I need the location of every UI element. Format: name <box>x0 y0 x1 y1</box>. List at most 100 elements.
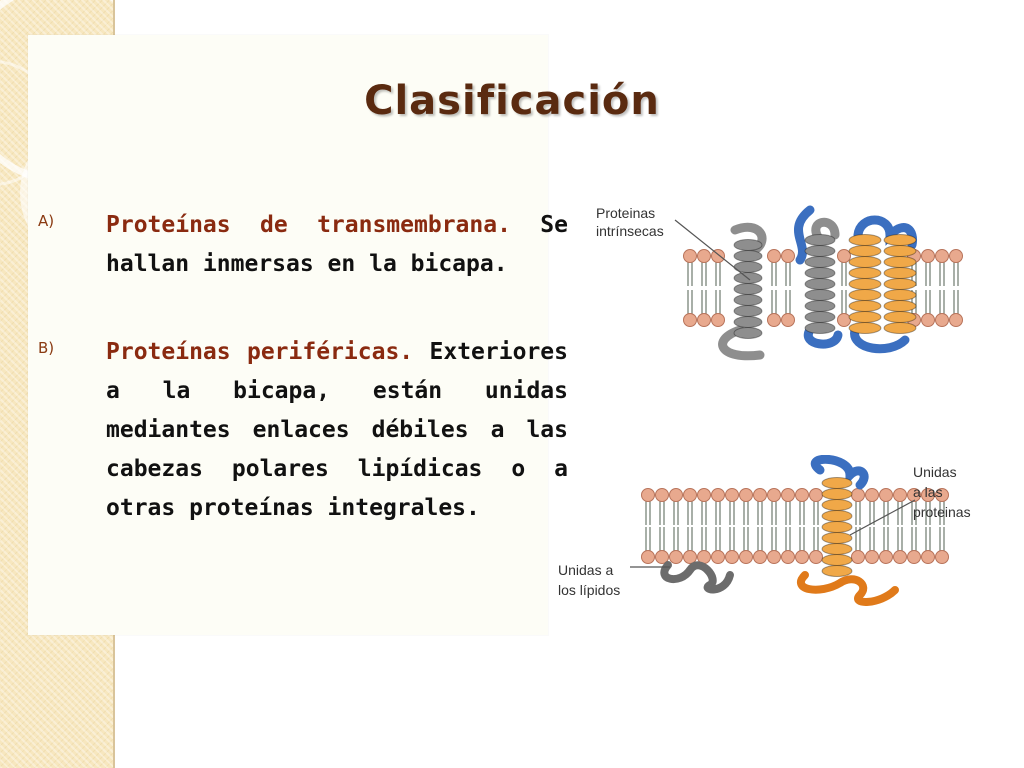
helix-turn <box>804 300 836 312</box>
lipid-head <box>767 249 781 263</box>
helix-turn <box>883 289 917 301</box>
lipid-head <box>711 249 725 263</box>
helix-turn <box>821 554 853 566</box>
transmembrane-protein-diagram: Proteinas intrínsecas <box>596 205 963 361</box>
peripheral-protein-diagram: Unidas a las proteinas Unidas a los lípi… <box>558 455 971 606</box>
label-bound-to-proteins-2: a las <box>913 484 943 500</box>
helix-turn <box>733 327 763 339</box>
lipid-head <box>655 488 669 502</box>
helix-turn <box>883 245 917 257</box>
lipid-head <box>669 488 683 502</box>
blue-loop <box>810 455 869 490</box>
helix-turn <box>821 499 853 511</box>
lipid-head <box>767 550 781 564</box>
lipid-head <box>697 488 711 502</box>
lipid-head <box>907 488 921 502</box>
helix-turn <box>733 294 763 306</box>
helix-turn <box>733 250 763 262</box>
helix-turn <box>883 267 917 279</box>
helix-turn <box>848 322 882 334</box>
helix-turn <box>804 322 836 334</box>
helix-turn <box>821 521 853 533</box>
label-bound-to-proteins-3: proteinas <box>913 504 971 520</box>
label-bound-to-proteins: Unidas <box>913 464 957 480</box>
lipid-head <box>711 488 725 502</box>
helix-turn <box>821 510 853 522</box>
helix-turn <box>883 256 917 268</box>
lipid-head <box>865 488 879 502</box>
helix-turn <box>821 488 853 500</box>
helix-turn <box>848 234 882 246</box>
helix-turn <box>883 234 917 246</box>
helix-turn <box>733 305 763 317</box>
content-panel <box>28 35 548 635</box>
lipid-head <box>865 550 879 564</box>
lipid-head <box>753 488 767 502</box>
label-intrinsic-proteins: Proteinas <box>596 205 655 221</box>
bullet-text: Proteínas periféricas. Exteriores a la b… <box>106 333 568 528</box>
lipid-head <box>781 488 795 502</box>
helix-turn <box>883 300 917 312</box>
lipid-head <box>935 249 949 263</box>
lipid-head <box>739 488 753 502</box>
bullet-description: Se hallan inmersas en la bicapa. <box>106 212 569 277</box>
lipid-head <box>697 249 711 263</box>
helix-turn <box>804 245 836 257</box>
helix-turn <box>733 283 763 295</box>
bullet-term: Proteínas de transmembrana. <box>106 212 511 238</box>
lipid-head <box>781 313 795 327</box>
lipid-head <box>767 313 781 327</box>
helix-coils <box>733 234 917 339</box>
slide-title: Clasificación <box>364 78 660 124</box>
lipid-head <box>893 488 907 502</box>
lipid-head <box>879 488 893 502</box>
lipid-head <box>711 313 725 327</box>
bullet-text: Proteínas de transmembrana. Se hallan in… <box>106 206 568 284</box>
lipid-head <box>767 488 781 502</box>
bullet-marker: A) <box>38 212 55 230</box>
lipid-head <box>837 313 851 327</box>
lipid-head <box>655 550 669 564</box>
helix-turn <box>848 289 882 301</box>
helix-turn <box>848 267 882 279</box>
helix-turn <box>821 477 853 489</box>
lipid-head <box>921 488 935 502</box>
bullet-marker: B) <box>38 339 55 357</box>
lipid-head <box>935 550 949 564</box>
bullet-item-a: A) Proteínas de transmembrana. Se hallan… <box>38 206 568 284</box>
lipid-head <box>809 550 823 564</box>
label-pointer <box>849 499 916 536</box>
lipid-head <box>795 550 809 564</box>
helix-turn <box>848 278 882 290</box>
lipid-head <box>935 313 949 327</box>
lipid-head <box>683 249 697 263</box>
helix-turn <box>804 311 836 323</box>
orange-helix-protein <box>850 215 918 354</box>
lipid-head <box>697 313 711 327</box>
peripheral-protein-orange <box>797 571 899 606</box>
lipid-head <box>781 249 795 263</box>
lipid-head <box>753 550 767 564</box>
lipid-bilayer <box>683 249 963 327</box>
lipid-head <box>851 488 865 502</box>
bullet-description: Exteriores a la bicapa, están unidas med… <box>106 339 568 521</box>
lipid-head <box>669 550 683 564</box>
lipid-head <box>725 550 739 564</box>
label-intrinsic-proteins-2: intrínsecas <box>596 223 664 239</box>
helix-turn <box>848 245 882 257</box>
helix-turn <box>804 234 836 246</box>
helix-turn <box>848 300 882 312</box>
label-bound-to-lipids-2: los lípidos <box>558 582 620 598</box>
label-pointer <box>674 219 751 281</box>
helix-turn <box>804 289 836 301</box>
lipid-head <box>921 550 935 564</box>
lipid-head <box>781 550 795 564</box>
lipid-head <box>795 488 809 502</box>
helix-turn <box>821 565 853 577</box>
helix-turn <box>733 239 763 251</box>
lipid-head <box>949 313 963 327</box>
lipid-head <box>879 550 893 564</box>
helix-turn <box>821 532 853 544</box>
lipid-head <box>921 249 935 263</box>
helix-turn <box>848 311 882 323</box>
